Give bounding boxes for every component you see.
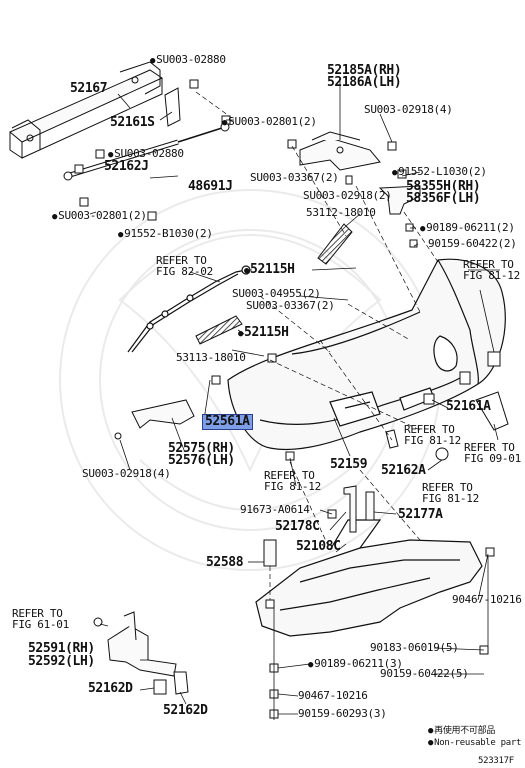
label-52162d-b[interactable]: 52162D	[163, 703, 208, 718]
label-52161s[interactable]: 52161S	[110, 115, 155, 130]
reflector-53112	[317, 223, 353, 265]
label-su003-02918-4a[interactable]: SU003-02918(4)	[364, 103, 453, 116]
label-53112-18010[interactable]: 53112-18010	[306, 206, 376, 219]
label-58355h[interactable]: 58355H(RH)	[406, 179, 481, 194]
under-cover-52108c	[255, 519, 483, 637]
label-52588[interactable]: 52588	[206, 555, 244, 570]
label-52591[interactable]: 52591(RH)	[28, 641, 95, 656]
label-52162d-a[interactable]: 52162D	[88, 681, 133, 696]
label-refer-81c-line1[interactable]: REFER TO	[264, 469, 315, 482]
label-91552-b1030[interactable]: 91552-B1030(2)	[118, 228, 213, 241]
figure-code: 523317F	[478, 756, 514, 766]
label-52186a[interactable]: 52186A(LH)	[327, 75, 402, 90]
label-52115h-a[interactable]: 52115H	[244, 263, 295, 278]
label-52161a[interactable]: 52161A	[446, 399, 491, 414]
label-su003-02801-2b[interactable]: SU003-02801(2)	[52, 210, 147, 223]
label-90467-10216-b[interactable]: 90467-10216	[298, 689, 368, 702]
label-91673-a0614[interactable]: 91673-A0614	[240, 503, 310, 516]
assembly-lines	[195, 91, 439, 600]
label-refer-81b-line2[interactable]: FIG 81-12	[404, 434, 461, 447]
label-refer-82-line2[interactable]: FIG 82-02	[156, 265, 213, 278]
label-52177a[interactable]: 52177A	[398, 507, 443, 522]
label-su003-02880-top[interactable]: SU003-02880	[150, 54, 226, 67]
label-refer-81d-line2[interactable]: FIG 81-12	[422, 492, 479, 505]
label-52167[interactable]: 52167	[70, 81, 108, 96]
legend-non-reusable: Non-reusable part	[428, 738, 521, 748]
label-52575[interactable]: 52575(RH)	[168, 441, 235, 456]
label-90159-60422-2a[interactable]: 90159-60422(2)	[428, 237, 517, 250]
label-52178c[interactable]: 52178C	[275, 519, 320, 534]
label-52162j[interactable]: 52162J	[104, 159, 149, 174]
label-52115h-b[interactable]: 52115H	[238, 326, 289, 341]
label-58356f[interactable]: 58356F(LH)	[406, 191, 481, 206]
bracket-52185a	[299, 131, 381, 171]
label-su003-03367-2a[interactable]: SU003-03367(2)	[250, 171, 339, 184]
label-52576[interactable]: 52576(LH)	[168, 453, 235, 468]
label-su003-02801-2a[interactable]: SU003-02801(2)	[222, 116, 317, 129]
label-53113-18010[interactable]: 53113-18010	[176, 351, 246, 364]
legend-japanese: 再使用不可部品	[428, 726, 495, 736]
label-90159-60422-5[interactable]: 90159-60422(5)	[380, 667, 469, 680]
label-refer-81a-line1[interactable]: REFER TO	[463, 258, 514, 271]
label-90467-10216-a[interactable]: 90467-10216	[452, 593, 522, 606]
label-52108c[interactable]: 52108C	[296, 539, 341, 554]
label-90183-06019[interactable]: 90183-06019(5)	[370, 641, 459, 654]
label-90159-60293[interactable]: 90159-60293(3)	[298, 707, 387, 720]
label-52561a-highlighted[interactable]: 52561A	[202, 414, 253, 430]
label-su003-02918-4b[interactable]: SU003-02918(4)	[82, 467, 171, 480]
label-refer-81d-line1[interactable]: REFER TO	[422, 481, 473, 494]
label-52162a[interactable]: 52162A	[381, 463, 426, 478]
label-91552-l1030[interactable]: 91552-L1030(2)	[392, 166, 487, 179]
label-52159[interactable]: 52159	[330, 457, 368, 472]
label-48691j[interactable]: 48691J	[188, 179, 233, 194]
label-refer-09-line1[interactable]: REFER TO	[464, 441, 515, 454]
reflector-53113	[195, 315, 243, 345]
label-su003-04955-2[interactable]: SU003-04955(2)	[232, 287, 321, 300]
bracket-52591	[107, 611, 177, 677]
label-90189-06211-3[interactable]: 90189-06211(3)	[308, 658, 403, 671]
harness	[127, 265, 251, 353]
bracket-52575	[131, 399, 195, 429]
label-refer-81a-line2[interactable]: FIG 81-12	[463, 269, 520, 282]
label-refer-61-line2[interactable]: FIG 61-01	[12, 618, 69, 631]
bracket-58355h	[378, 185, 421, 215]
label-refer-81c-line2[interactable]: FIG 81-12	[264, 480, 321, 493]
label-refer-81b-line1[interactable]: REFER TO	[404, 423, 455, 436]
label-su003-03367-2b[interactable]: SU003-03367(2)	[246, 299, 335, 312]
label-52185a[interactable]: 52185A(RH)	[327, 63, 402, 78]
label-90189-06211-2[interactable]: 90189-06211(2)	[420, 222, 515, 235]
label-refer-61-line1[interactable]: REFER TO	[12, 607, 63, 620]
label-refer-09-line2[interactable]: FIG 09-01	[464, 452, 521, 465]
label-52592[interactable]: 52592(LH)	[28, 654, 95, 669]
label-su003-02918-2[interactable]: SU003-02918(2)	[303, 189, 392, 202]
label-refer-82-line1[interactable]: REFER TO	[156, 254, 207, 267]
label-su003-02880-mid[interactable]: SU003-02880	[108, 148, 184, 161]
reinforcement-52167	[9, 61, 181, 159]
